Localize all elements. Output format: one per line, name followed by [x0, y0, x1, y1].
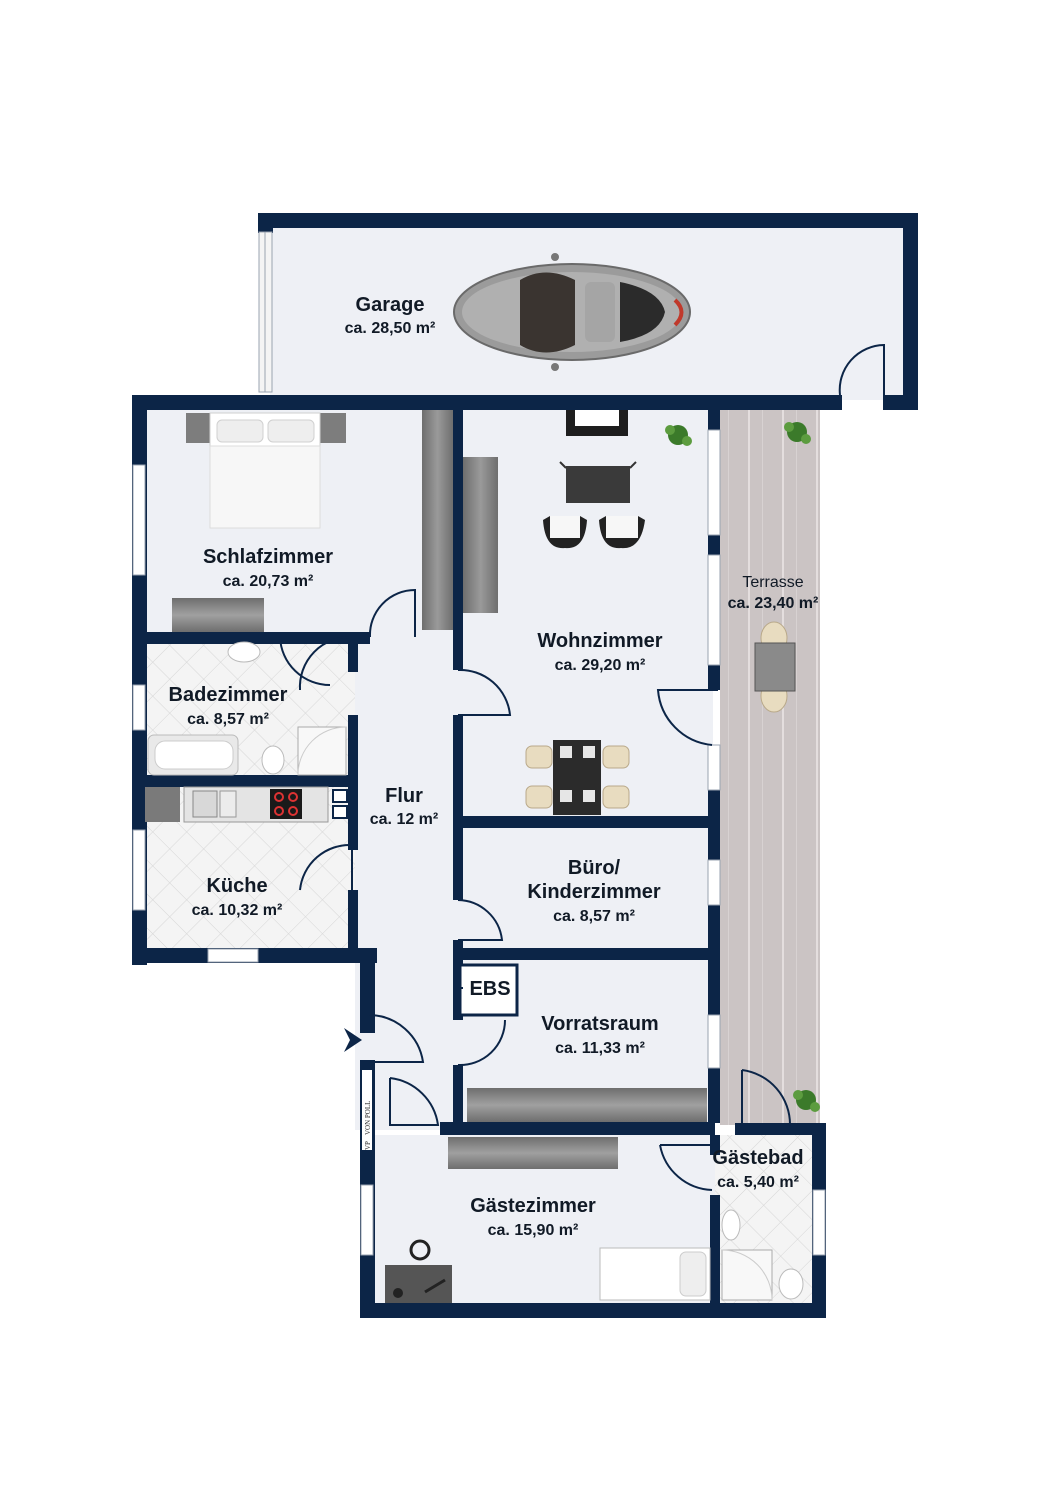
buero-area: ca. 8,57 m² — [553, 908, 635, 925]
entrance-arrow-icon — [344, 1028, 362, 1052]
kueche-area: ca. 10,32 m² — [192, 902, 283, 919]
vorratsraum-name: Vorratsraum — [541, 1013, 658, 1035]
gaestebad-name: Gästebad — [712, 1147, 803, 1169]
terrace-table-icon — [754, 621, 796, 713]
plant-icon — [665, 425, 692, 446]
car-icon — [453, 253, 691, 371]
ebs-box — [455, 963, 519, 1017]
bed-icon — [186, 412, 346, 529]
gaestezimmer-name: Gästezimmer — [470, 1195, 596, 1217]
terrasse-area: ca. 23,40 m² — [728, 595, 819, 612]
schlafzimmer-area: ca. 20,73 m² — [223, 573, 314, 590]
plant-icon — [793, 1090, 820, 1112]
schlafzimmer-name: Schlafzimmer — [203, 546, 333, 568]
ebs-label: EBS — [469, 978, 510, 1000]
dining-table-icon — [525, 740, 630, 815]
shower-icon — [297, 726, 347, 776]
garage-name: Garage — [356, 294, 425, 316]
windows — [132, 231, 826, 1256]
gaestezimmer-area: ca. 15,90 m² — [488, 1222, 579, 1239]
garage-area: ca. 28,50 m² — [345, 320, 436, 337]
armchair-icon — [599, 516, 645, 549]
shelf-icon — [463, 457, 498, 613]
room-labels: Garage ca. 28,50 m² Schlafzimmer ca. 20,… — [169, 294, 819, 1239]
desk-icon — [385, 1239, 452, 1303]
shelf-icon — [467, 1088, 707, 1122]
doors — [279, 343, 885, 1191]
bathtub-icon — [147, 734, 239, 776]
wardrobe-icon — [422, 410, 453, 630]
armchair-icon — [543, 516, 587, 549]
stove-icon — [270, 789, 302, 819]
kueche-name: Küche — [206, 875, 267, 897]
terrasse-name: Terrasse — [742, 574, 803, 591]
coffee-table-icon — [559, 461, 637, 503]
wohnzimmer-name: Wohnzimmer — [537, 630, 662, 652]
wohnzimmer-area: ca. 29,20 m² — [555, 657, 646, 674]
vent-icon — [332, 789, 348, 803]
buero-name-line1: Büro/ — [568, 857, 621, 879]
svg-text:VON POLL: VON POLL — [364, 1101, 372, 1135]
vorratsraum-area: ca. 11,33 m² — [555, 1040, 645, 1057]
plant-icon — [784, 422, 811, 444]
brand-mark: VON POLL VP — [362, 1070, 372, 1150]
vent-icon — [332, 805, 348, 819]
wardrobe-icon — [448, 1137, 618, 1169]
bed-icon — [599, 1247, 711, 1301]
badezimmer-area: ca. 8,57 m² — [187, 711, 269, 728]
sink-icon — [227, 641, 261, 663]
badezimmer-name: Badezimmer — [169, 684, 288, 706]
flur-name: Flur — [385, 785, 423, 807]
gaestebad-area: ca. 5,40 m² — [717, 1174, 799, 1191]
dresser-icon — [172, 598, 264, 632]
flur-area: ca. 12 m² — [370, 811, 438, 828]
shower-icon — [721, 1249, 773, 1301]
svg-text:VP: VP — [364, 1141, 372, 1150]
buero-name-line2: Kinderzimmer — [527, 881, 661, 903]
fireplace-icon — [566, 410, 628, 436]
toilet-icon — [261, 745, 285, 775]
terrace-deck — [720, 410, 820, 1125]
sink-icon — [721, 1209, 741, 1241]
toilet-icon — [778, 1268, 804, 1300]
sink-icon — [192, 790, 237, 818]
